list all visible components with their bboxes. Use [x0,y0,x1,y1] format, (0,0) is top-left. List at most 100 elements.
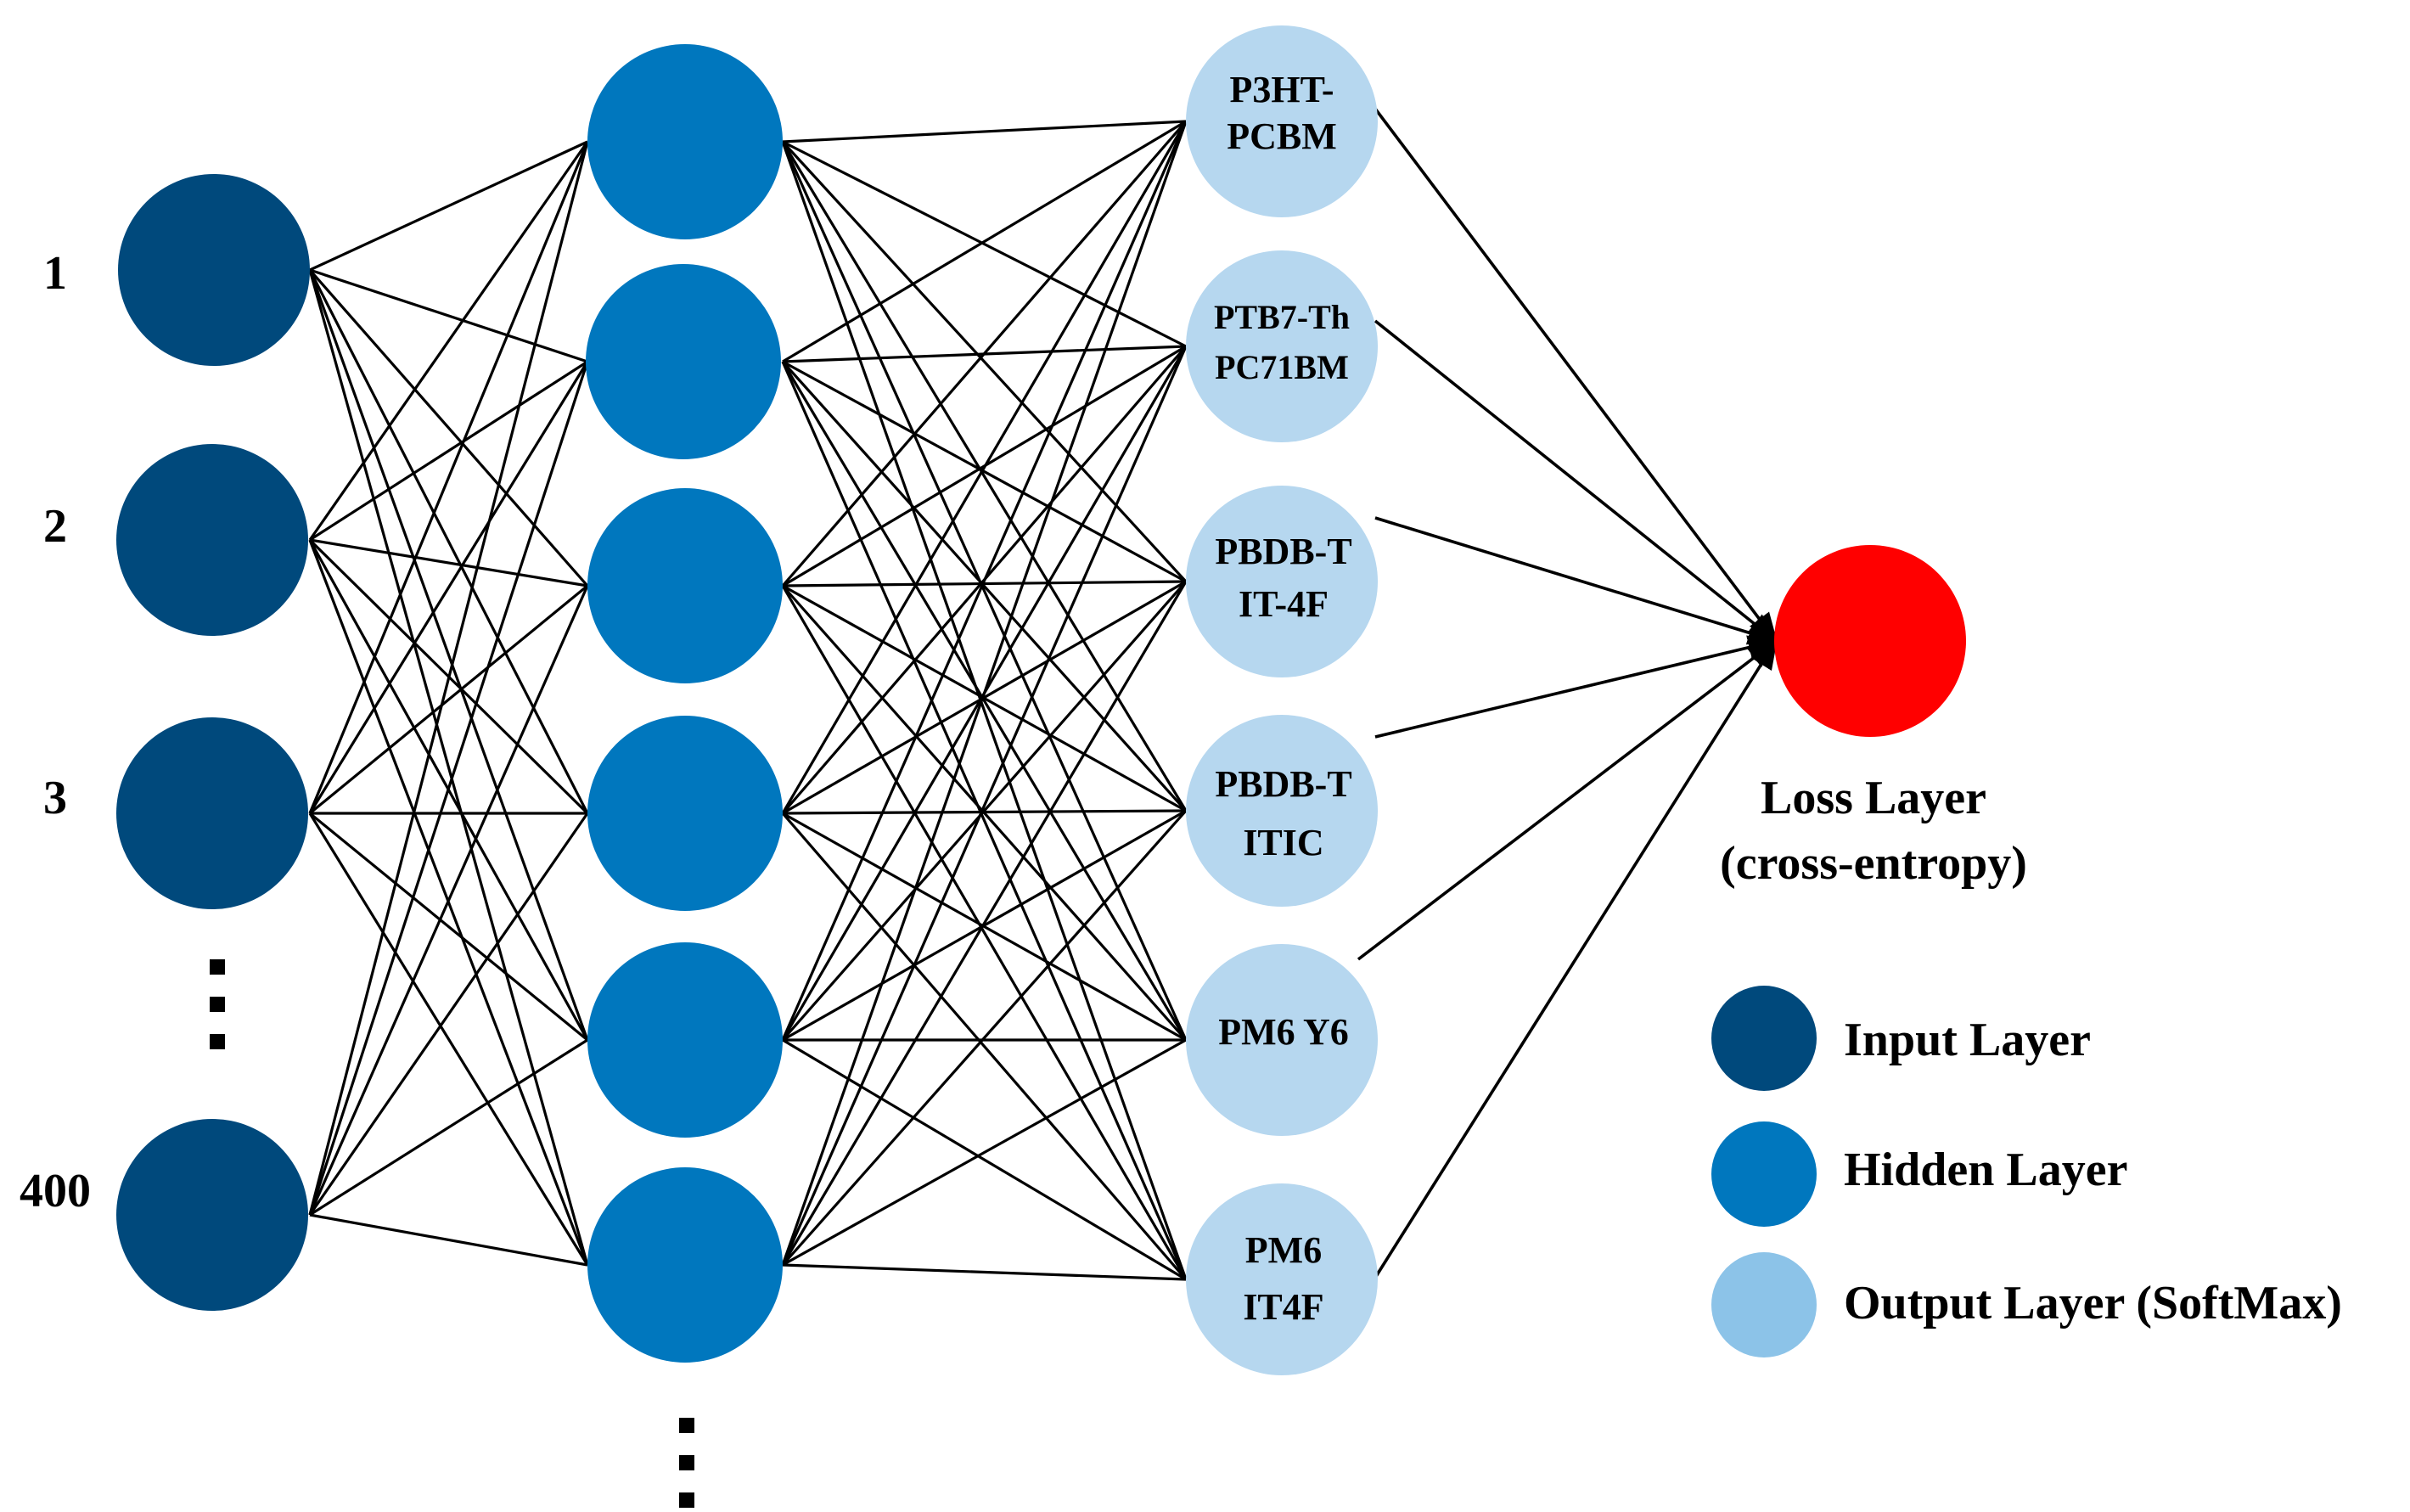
edge-input-1-hidden-6 [308,269,589,1266]
edge-output-5-loss [1357,638,1778,961]
edge-hidden-2-output-4 [781,360,1188,812]
hidden-node-3 [587,488,783,683]
output-label-3-line-2: IT-4F [1239,583,1329,625]
edge-hidden-2-output-6 [781,361,1188,1280]
edges-output-to-loss [1357,107,1779,1279]
input-label-1: 1 [43,247,67,300]
input-label-2: 2 [43,500,67,553]
edge-hidden-3-output-6 [781,585,1188,1280]
edge-hidden-6-output-4 [781,809,1188,1267]
edge-hidden-2-output-5 [781,361,1188,1041]
edge-input-1-hidden-1 [309,140,588,272]
legend-swatch-hidden [1711,1121,1817,1227]
edges-hidden-to-output [781,120,1188,1281]
output-label-1-line-2: PCBM [1227,115,1337,157]
edge-input-1-hidden-4 [308,269,589,814]
output-label-2-line-2: PC71BM [1215,348,1349,386]
edge-input-4-hidden-4 [308,812,589,1216]
edge-input-2-hidden-3 [309,538,588,587]
edge-input-4-hidden-5 [309,1038,588,1217]
input-node-3 [116,717,308,909]
edge-input-4-hidden-2 [308,361,589,1216]
legend-label-input: Input Layer [1844,1014,2091,1066]
output-label-4-line-2: ITIC [1243,822,1323,863]
loss-node [1774,545,1966,737]
edge-input-4-hidden-6 [309,1213,588,1267]
edge-hidden-1-output-4 [781,141,1188,812]
hidden-ellipsis [679,1418,694,1508]
output-label-3-line-1: PBDB-T [1215,531,1351,572]
edge-input-3-hidden-6 [308,812,589,1266]
output-label-4-line-1: PBDB-T [1215,763,1351,805]
edge-input-1-hidden-5 [308,269,589,1041]
output-layer [1186,25,1378,1375]
output-node-pbdbt-itic [1186,715,1378,907]
loss-label-line-1: Loss Layer [1761,772,1986,824]
edge-hidden-5-output-6 [782,1038,1187,1281]
edge-input-3-hidden-1 [308,141,589,814]
edge-hidden-6-output-2 [781,346,1188,1266]
hidden-node-2 [586,264,781,459]
edge-hidden-6-output-1 [781,121,1188,1266]
edge-hidden-1-output-6 [781,141,1188,1280]
edge-hidden-1-output-5 [781,141,1188,1041]
input-ellipsis [210,959,225,1049]
output-node-pm6-it4f [1186,1183,1378,1375]
legend-label-output: Output Layer (SoftMax) [1844,1277,2342,1329]
edge-input-4-hidden-1 [308,141,589,1216]
edge-hidden-4-output-1 [781,121,1188,814]
output-node-pbdbt-it4f [1186,486,1378,677]
legend: Input Layer Hidden Layer Output Layer (S… [1711,986,2342,1357]
input-label-3: 3 [43,772,67,824]
edge-input-1-hidden-3 [308,268,589,587]
hidden-node-4 [587,716,783,911]
edge-hidden-2-output-1 [782,120,1187,363]
edges-input-to-hidden [308,140,589,1267]
edge-input-3-hidden-3 [308,584,589,815]
edge-output-4-loss [1374,635,1779,739]
edge-output-2-loss [1374,319,1778,644]
edge-hidden-6-output-6 [782,1263,1187,1281]
edge-output-6-loss [1374,638,1778,1279]
edge-input-3-hidden-5 [308,812,589,1042]
edge-input-3-hidden-2 [308,361,589,814]
edge-hidden-6-output-3 [781,581,1188,1266]
hidden-node-6 [587,1167,783,1363]
output-label-2-line-1: PTB7-Th [1214,298,1350,336]
edge-hidden-5-output-1 [781,121,1188,1041]
legend-swatch-output [1711,1252,1817,1357]
edge-output-3-loss [1374,516,1779,645]
input-node-400 [116,1119,308,1311]
edge-hidden-1-output-3 [781,140,1188,583]
edge-hidden-4-output-6 [781,812,1188,1281]
edge-hidden-3-output-1 [781,120,1188,587]
legend-label-hidden: Hidden Layer [1844,1144,2127,1196]
hidden-node-1 [587,44,783,239]
output-label-5-line-1: PM6 Y6 [1218,1011,1349,1053]
hidden-node-5 [587,942,783,1138]
loss-label-line-2: (cross-entropy) [1720,837,2027,890]
input-node-1 [118,174,310,366]
output-node-p3ht-pcbm [1186,25,1378,217]
edge-input-2-hidden-2 [309,360,588,542]
output-node-pm6-y6 [1186,944,1378,1136]
edge-hidden-5-output-3 [781,580,1188,1042]
legend-swatch-input [1711,986,1817,1091]
edge-input-4-hidden-3 [308,585,589,1216]
output-label-1-line-1: P3HT- [1229,69,1334,110]
output-label-6-line-1: PM6 [1245,1229,1322,1271]
hidden-layer [586,44,783,1363]
output-label-6-line-2: IT4F [1243,1286,1323,1328]
edge-input-2-hidden-1 [308,141,589,541]
edge-hidden-4-output-3 [782,580,1187,815]
output-node-ptb7th-pc71bm [1186,250,1378,442]
edge-hidden-6-output-5 [782,1038,1187,1267]
input-label-400: 400 [20,1165,91,1217]
edge-output-1-loss [1374,107,1778,644]
edge-hidden-1-output-1 [782,120,1187,143]
edge-input-1-hidden-2 [309,268,588,363]
input-node-2 [116,444,308,636]
input-layer [116,174,310,1311]
edge-hidden-2-output-3 [782,360,1187,583]
